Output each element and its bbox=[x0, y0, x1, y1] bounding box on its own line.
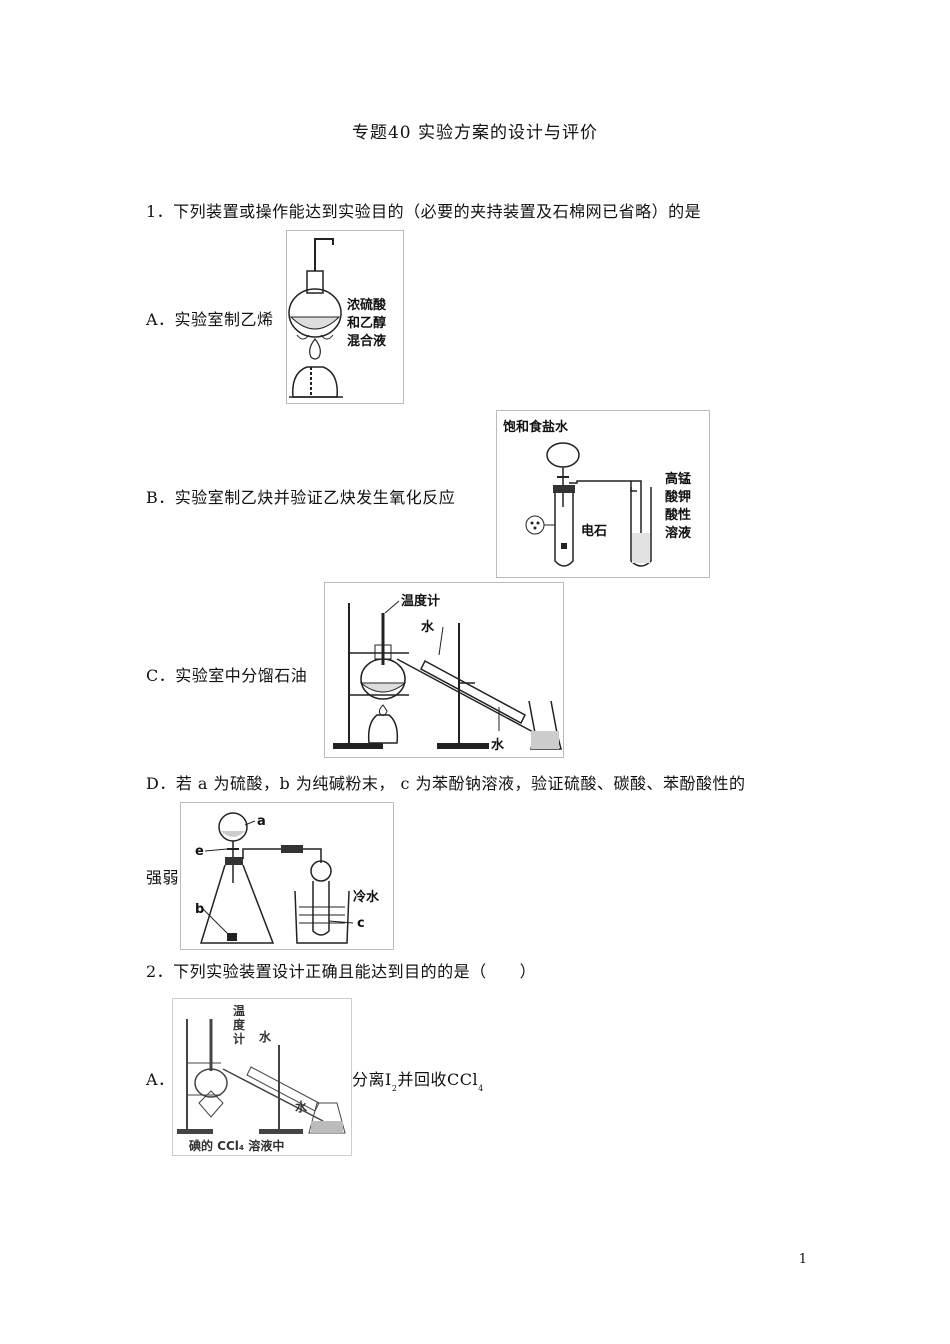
label-iodine-ccl4-solution: 碘的 CCl₄ 溶液中 bbox=[188, 1138, 284, 1153]
label-kmno4-3: 酸性 bbox=[665, 507, 691, 523]
label-water-out-2: 水 bbox=[295, 1099, 308, 1114]
label-kmno4-4: 溶液 bbox=[665, 525, 691, 541]
label-ji: 计 bbox=[233, 1031, 245, 1046]
option-1c-text: C．实验室中分馏石油 bbox=[146, 666, 308, 685]
label-thermometer: 温度计 bbox=[401, 593, 440, 609]
option-1d-text-line1: D．若 a 为硫酸，b 为纯碱粉末， c 为苯酚钠溶液，验证硫酸、碳酸、苯酚酸性… bbox=[146, 774, 746, 793]
question-2-stem: 2．下列实验装置设计正确且能达到目的的是（ ） bbox=[146, 962, 537, 981]
distillation-apparatus-figure: 温度计 水 水 bbox=[324, 582, 564, 758]
iodine-distillation-figure: 温 度 计 水 水 碘的 CCl₄ 溶液中 bbox=[172, 998, 352, 1156]
label-conc-sulfuric-acid: 浓硫酸 bbox=[347, 297, 387, 313]
label-and-ethanol: 和乙醇 bbox=[347, 315, 386, 331]
option-1d-text-line2: 强弱 bbox=[146, 868, 180, 887]
label-du: 度 bbox=[233, 1017, 246, 1032]
label-wen: 温 bbox=[233, 1004, 245, 1018]
label-cold-water: 冷水 bbox=[353, 889, 380, 905]
acetylene-apparatus-figure: 饱和食盐水 电石 高锰 酸钾 酸性 溶液 bbox=[496, 410, 710, 578]
acidity-apparatus-figure: a e b 冷水 c bbox=[180, 802, 394, 950]
page-title: 专题40 实验方案的设计与评价 bbox=[351, 123, 599, 143]
option-2a-letter: A． bbox=[146, 1070, 175, 1089]
iodine-subscript: 2 bbox=[391, 1084, 398, 1093]
option-2a-text: 分离I2并回收CCl4 bbox=[352, 1066, 484, 1093]
label-mixture: 混合液 bbox=[347, 333, 386, 349]
option-1b-text: B．实验室制乙炔并验证乙炔发生氧化反应 bbox=[146, 488, 456, 507]
label-saturated-brine: 饱和食盐水 bbox=[502, 419, 569, 435]
label-kmno4-2: 酸钾 bbox=[665, 489, 691, 505]
label-b: b bbox=[195, 902, 204, 917]
label-e: e bbox=[195, 844, 204, 859]
label-water-in: 水 bbox=[421, 619, 435, 635]
label-kmno4-1: 高锰 bbox=[665, 471, 691, 487]
option-2a-mid: 并回收 bbox=[397, 1070, 447, 1089]
label-water-in-2: 水 bbox=[259, 1029, 272, 1044]
question-1-stem: 1．下列装置或操作能达到实验目的（必要的夹持装置及石棉网已省略）的是 bbox=[146, 202, 702, 221]
label-c: c bbox=[357, 916, 365, 931]
option-1a-text: A．实验室制乙烯 bbox=[146, 310, 274, 329]
ccl4-symbol: CCl bbox=[446, 1070, 479, 1089]
label-calcium-carbide: 电石 bbox=[581, 523, 607, 539]
page-number: 1 bbox=[798, 1252, 807, 1267]
ccl4-subscript: 4 bbox=[478, 1084, 484, 1093]
iodine-symbol: I bbox=[385, 1070, 392, 1089]
ethylene-apparatus-figure: 浓硫酸 和乙醇 混合液 bbox=[286, 230, 404, 404]
label-water-out: 水 bbox=[491, 737, 505, 753]
label-a: a bbox=[257, 814, 266, 829]
option-2a-prefix: 分离 bbox=[352, 1070, 386, 1089]
